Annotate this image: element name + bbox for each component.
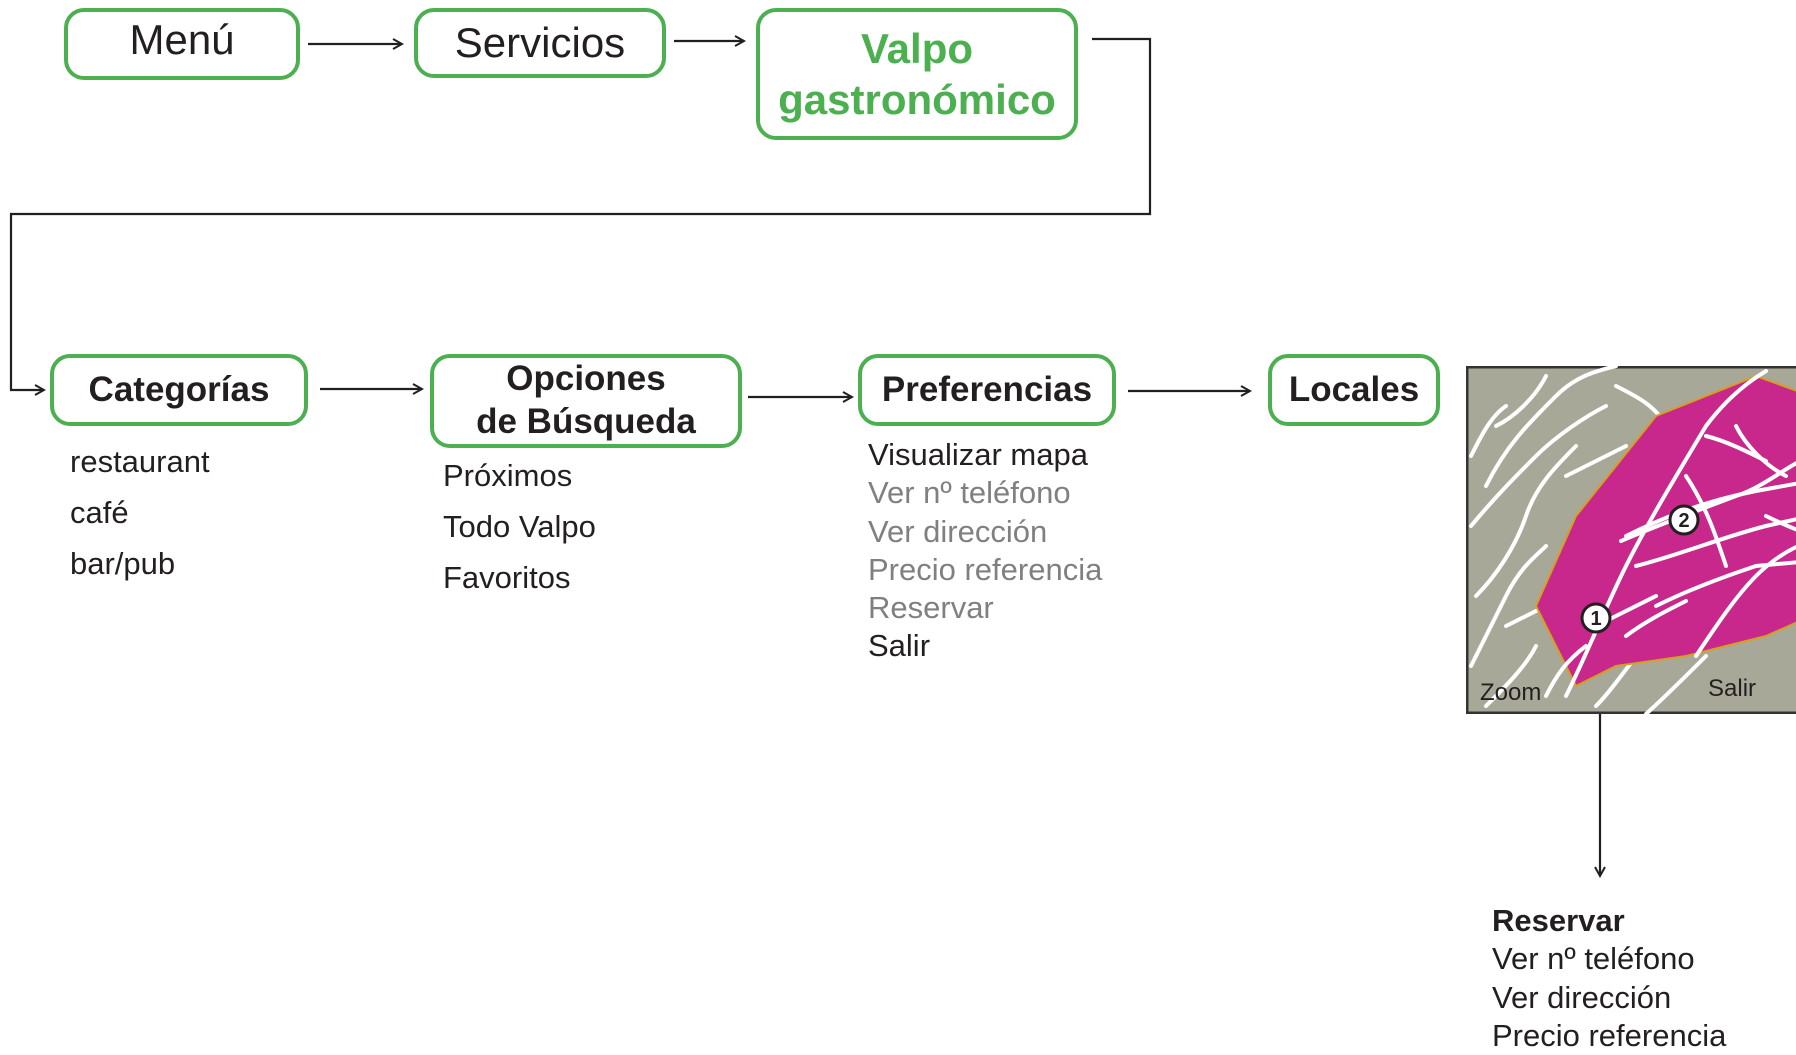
opcion-item[interactable]: Favoritos	[443, 560, 571, 595]
opcion-item[interactable]: Todo Valpo	[443, 509, 596, 544]
menu-node[interactable]: Menú	[64, 8, 300, 80]
categorias-node-label: Categorías	[88, 369, 270, 409]
local-action-item[interactable]: Ver nº teléfono	[1492, 941, 1695, 977]
preferencia-item[interactable]: Reservar	[868, 590, 994, 626]
valpo-node-label-line1: Valpo	[860, 24, 974, 72]
locales-node-label: Locales	[1288, 369, 1420, 409]
locales-node[interactable]: Locales	[1268, 354, 1440, 426]
preferencia-item[interactable]: Ver nº teléfono	[868, 475, 1071, 511]
categoria-item[interactable]: restaurant	[70, 444, 210, 479]
menu-node-label: Menú	[129, 16, 235, 64]
map-marker-2[interactable]: 2	[1668, 504, 1700, 536]
preferencia-item[interactable]: Ver dirección	[868, 513, 1048, 549]
opciones-busqueda-node[interactable]: Opciones de Búsqueda	[430, 354, 742, 448]
servicios-node-label: Servicios	[454, 19, 626, 67]
preferencias-list: Visualizar mapa Ver nº teléfono Ver dire…	[868, 436, 1102, 666]
categoria-item[interactable]: bar/pub	[70, 546, 176, 581]
preferencias-node[interactable]: Preferencias	[858, 354, 1116, 426]
preferencia-item[interactable]: Salir	[868, 628, 931, 664]
categorias-list: restaurant café bar/pub	[70, 436, 210, 589]
valpo-gastronomico-node[interactable]: Valpo gastronómico	[756, 8, 1078, 140]
reservar-action[interactable]: Reservar	[1492, 903, 1625, 938]
valpo-node-label-line2: gastronómico	[778, 76, 1056, 123]
local-actions-list: Reservar Ver nº teléfono Ver dirección P…	[1492, 902, 1726, 1055]
preferencia-item[interactable]: Visualizar mapa	[868, 437, 1088, 472]
connector-valpo-categorias	[9, 37, 1152, 390]
map-marker-1[interactable]: 1	[1580, 602, 1612, 634]
map-zoom-label[interactable]: Zoom	[1480, 679, 1541, 706]
map-thumbnail[interactable]: 1 2 Zoom Salir	[1466, 366, 1796, 714]
local-action-item[interactable]: Ver dirección	[1492, 979, 1672, 1015]
servicios-node[interactable]: Servicios	[414, 8, 666, 78]
map-marker-2-label: 2	[1678, 510, 1689, 532]
opciones-node-label-line2: de Búsqueda	[476, 402, 696, 441]
local-action-item[interactable]: Precio referencia	[1492, 1017, 1727, 1053]
opciones-node-label-line1: Opciones	[506, 359, 666, 399]
map-marker-1-label: 1	[1590, 608, 1601, 630]
preferencias-node-label: Preferencias	[881, 369, 1093, 409]
preferencia-item[interactable]: Precio referencia	[868, 551, 1103, 587]
map-image: 1 2 Zoom Salir	[1466, 366, 1796, 714]
categoria-item[interactable]: café	[70, 495, 129, 530]
opciones-list: Próximos Todo Valpo Favoritos	[443, 450, 596, 603]
categorias-node[interactable]: Categorías	[50, 354, 308, 426]
opcion-item[interactable]: Próximos	[443, 458, 573, 493]
map-exit-label[interactable]: Salir	[1708, 675, 1756, 702]
